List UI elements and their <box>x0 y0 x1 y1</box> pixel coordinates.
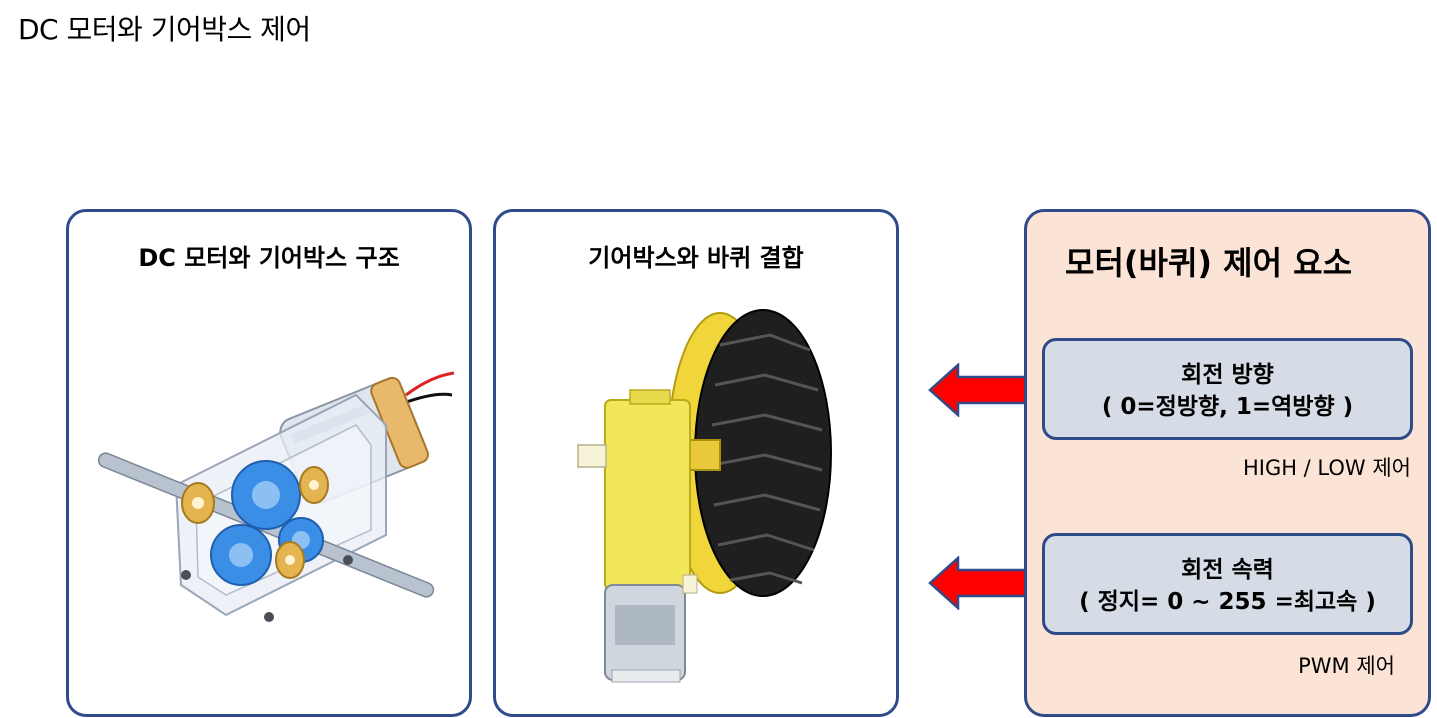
slide-title: DC 모터와 기어박스 제어 <box>18 13 311 46</box>
pwm-note: PWM 제어 <box>1298 654 1395 678</box>
rotation-direction-box: 회전 방향 ( 0=정방향, 1=역방향 ) <box>1042 338 1413 440</box>
gearbox-wheel-title: 기어박스와 바퀴 결합 <box>588 244 804 272</box>
rotation-direction-values: ( 0=정방향, 1=역방향 ) <box>1101 394 1354 420</box>
motor-control-title: 모터(바퀴) 제어 요소 <box>1065 244 1353 282</box>
rotation-speed-label: 회전 속력 <box>1181 557 1274 583</box>
gearbox-motor-illustration <box>97 371 455 622</box>
gearbox-wheel-illustration <box>577 309 832 683</box>
rotation-direction-label: 회전 방향 <box>1181 362 1274 388</box>
rotation-speed-values: ( 정지= 0 ~ 255 =최고속 ) <box>1079 589 1376 615</box>
high-low-note: HIGH / LOW 제어 <box>1242 456 1411 480</box>
motor-structure-title: DC 모터와 기어박스 구조 <box>138 244 400 272</box>
rotation-speed-box: 회전 속력 ( 정지= 0 ~ 255 =최고속 ) <box>1042 533 1413 635</box>
